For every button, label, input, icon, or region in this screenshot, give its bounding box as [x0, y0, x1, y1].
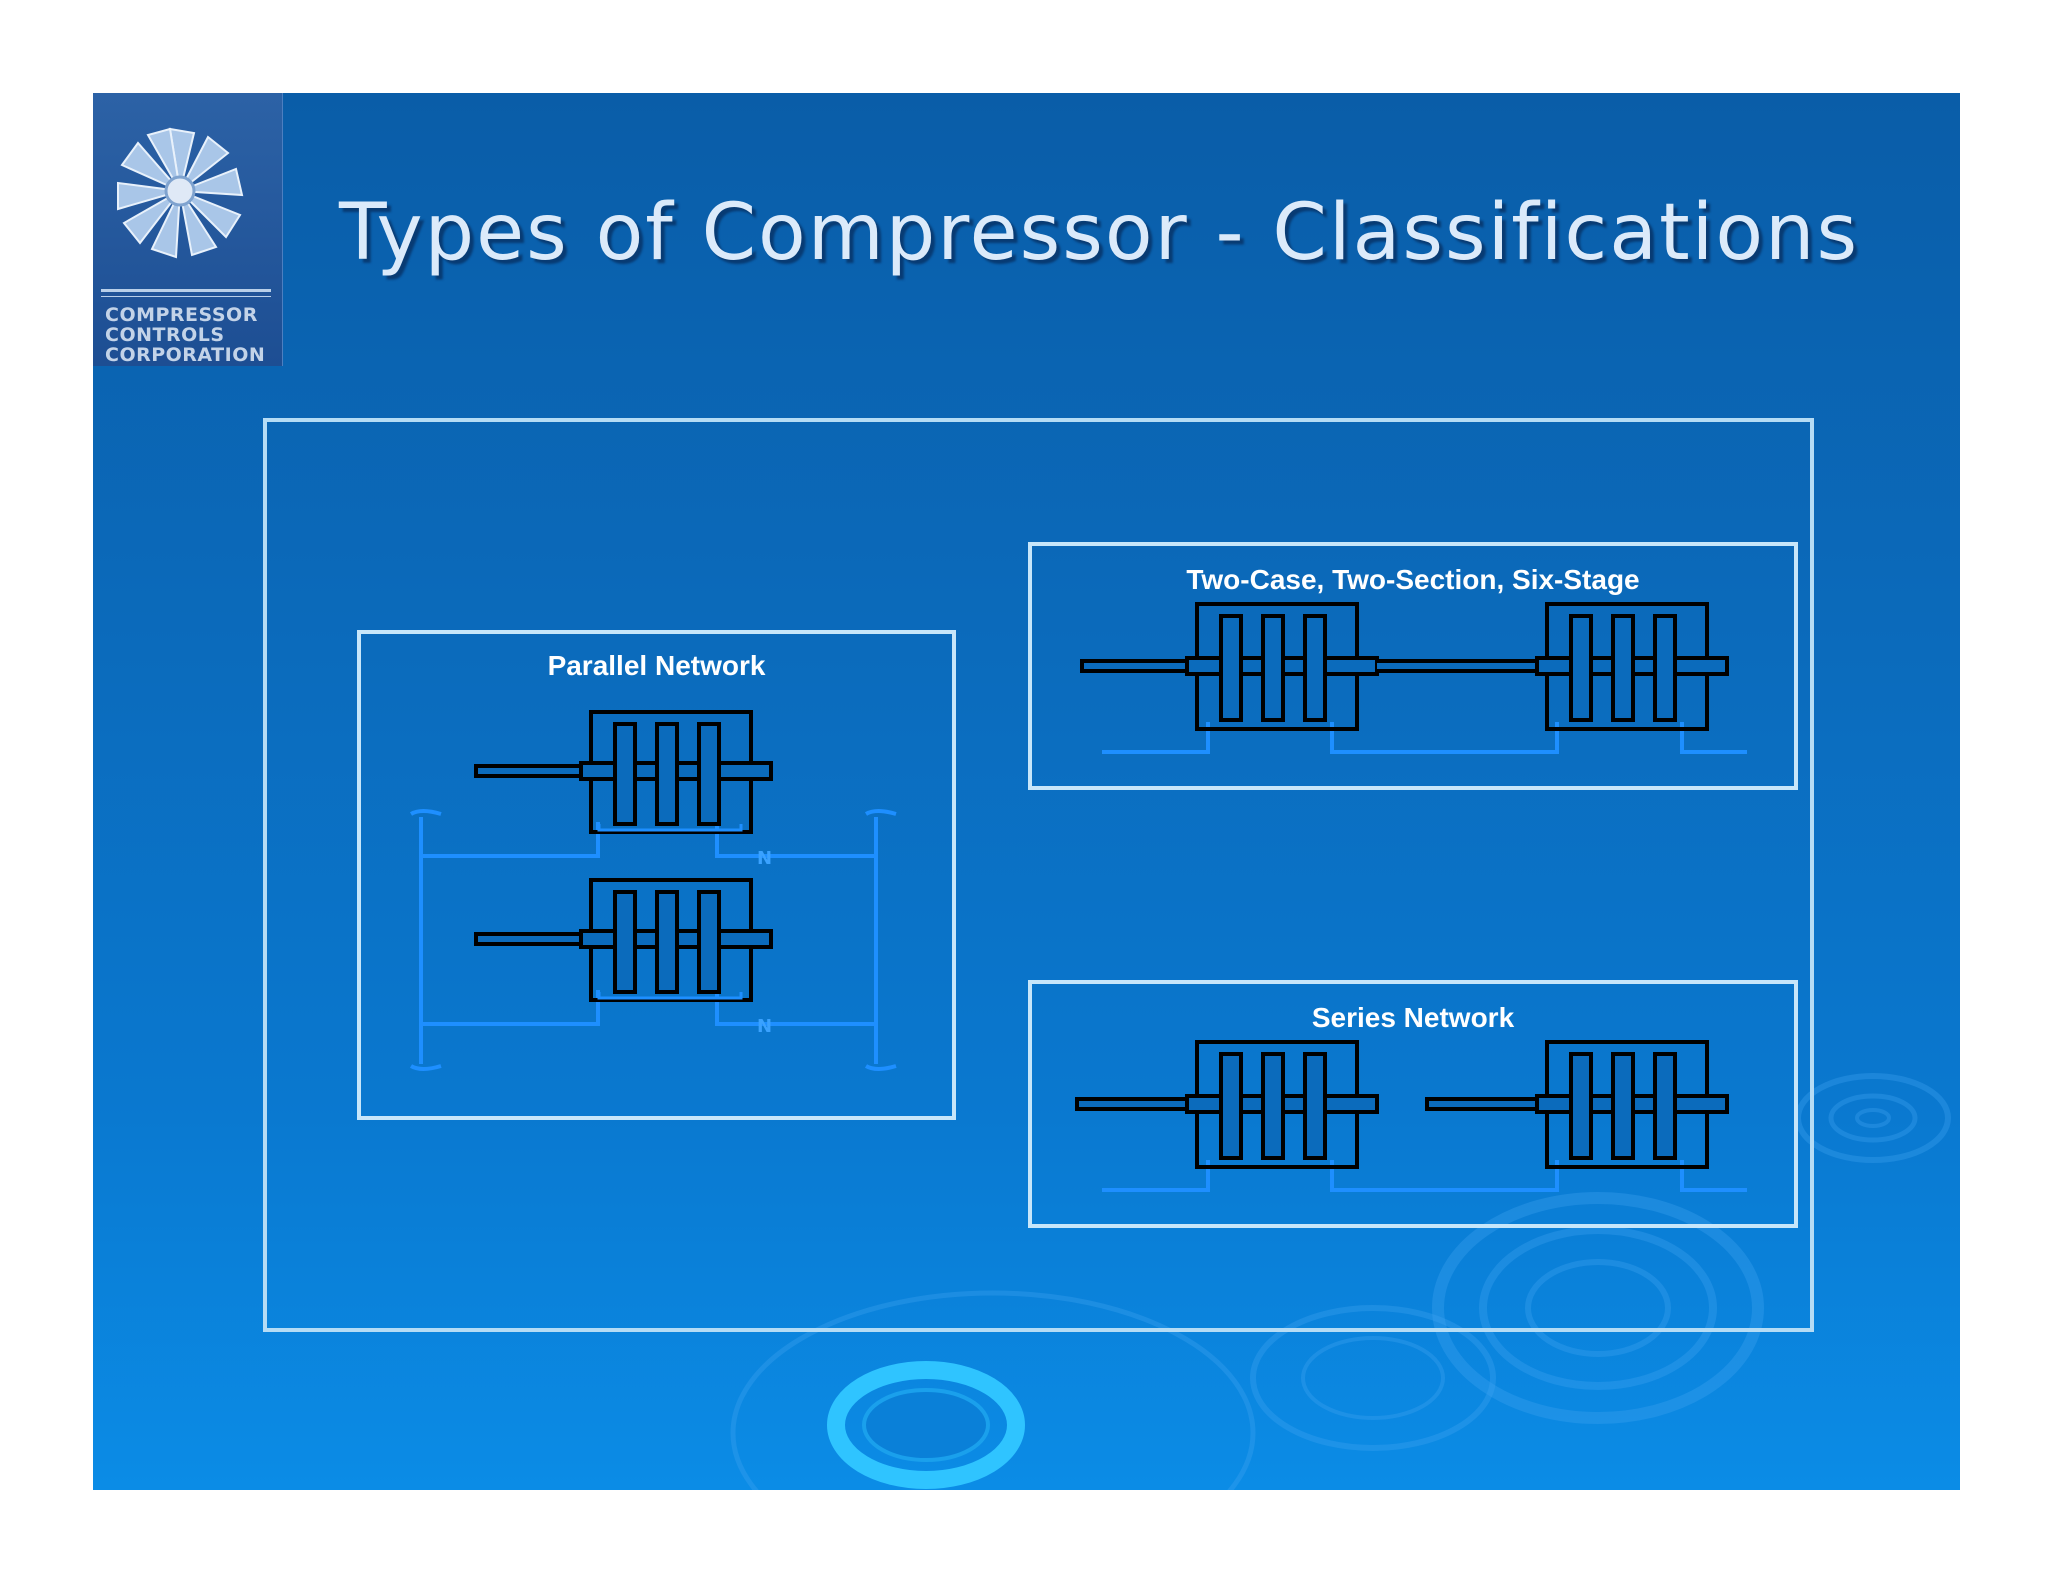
compressor-case-2	[474, 878, 773, 1002]
check-valve-icon: N	[757, 848, 772, 869]
company-logo: COMPRESSOR CONTROLS CORPORATION	[93, 93, 283, 366]
ripple-decoration	[730, 1073, 1951, 1490]
slide-title: Types of Compressor - Classifications	[339, 188, 1860, 278]
series-network-diagram	[1075, 1040, 1747, 1192]
logo-text-line-1: COMPRESSOR	[105, 304, 258, 326]
check-valve-icon: N	[757, 1016, 772, 1037]
turbine-icon	[117, 127, 244, 259]
parallel-network-panel: Parallel Network N N	[357, 630, 956, 1120]
diagram-frame	[263, 418, 1814, 1332]
parallel-network-label: Parallel Network	[547, 650, 766, 681]
two-case-diagram	[1080, 602, 1747, 754]
series-network-label: Series Network	[1311, 1002, 1515, 1033]
compressor-case-1	[1080, 602, 1379, 731]
compressor-case-1	[474, 710, 773, 834]
logo-text-line-3: CORPORATION	[105, 344, 266, 366]
compressor-case-2	[1425, 1040, 1729, 1169]
compressor-case-1	[1075, 1040, 1379, 1169]
two-case-label: Two-Case, Two-Section, Six-Stage	[1186, 564, 1640, 595]
compressor-case-2	[1535, 602, 1729, 731]
two-case-panel: Two-Case, Two-Section, Six-Stage	[1028, 542, 1798, 790]
parallel-network-diagram: N N	[409, 710, 897, 1071]
series-network-panel: Series Network	[1028, 980, 1798, 1228]
slide: COMPRESSOR CONTROLS CORPORATION Types of…	[93, 93, 1960, 1490]
logo-text-line-2: CONTROLS	[105, 324, 225, 346]
